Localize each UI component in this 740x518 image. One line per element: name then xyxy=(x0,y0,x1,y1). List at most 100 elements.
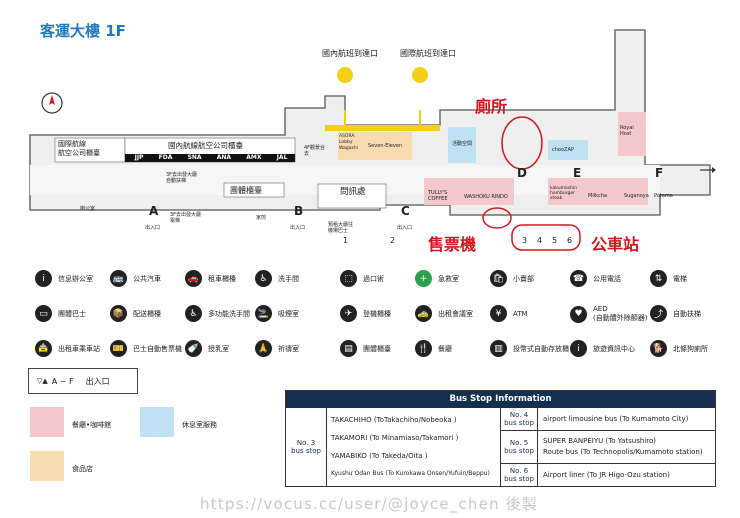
legend-item: 🚖 出租車乘車站 xyxy=(35,340,100,357)
group-bus-icon: ▭ xyxy=(35,305,52,322)
legend-item: 🚕 出租會議室 xyxy=(415,305,473,322)
taxi-icon: 🚖 xyxy=(35,340,52,357)
gate-f: F xyxy=(655,166,664,180)
dom-arrival-label: 國內航班到達口 xyxy=(322,49,378,58)
tourist-info-icon: i xyxy=(570,340,587,357)
group-counter-label: 團體櫃臺 xyxy=(230,186,262,195)
gate-legend: ▽▲ A ~ F 出入口 xyxy=(28,368,138,394)
legend-label: 吸煙室 xyxy=(278,309,299,318)
group-counter-box xyxy=(223,182,285,198)
legend-item: 🍼授乳室 xyxy=(185,340,229,357)
legend-item: ✈登機櫃檯 xyxy=(340,305,391,322)
restaurant-icon: 🍴 xyxy=(415,340,432,357)
dep-escalator-label: 3F去出發大廳 自動扶梯 xyxy=(166,172,198,184)
gate-d: D xyxy=(517,166,527,180)
legend-label: 電梯 xyxy=(673,274,687,283)
legend-item: ☎公用電話 xyxy=(570,270,621,287)
legend-label: AED (自動體外除顫器) xyxy=(593,305,648,322)
info-desk-icon: i xyxy=(35,270,52,287)
legend-item: ♿多功能洗手間 xyxy=(185,305,250,322)
toilet-annotation: 廁所 xyxy=(475,97,508,116)
legend-label: 配送櫃檯 xyxy=(133,309,161,318)
ticket-highlight xyxy=(482,207,512,229)
stop3-route-2: TAKAMORI (To Minamiaso/Takamori ) xyxy=(331,434,459,442)
shop-food-row xyxy=(548,178,648,205)
shop-asora xyxy=(338,132,360,160)
stop3-route-4: Kyushu Odan Bus (To Kurokawa Onsen/Yufui… xyxy=(331,470,490,477)
activity-space xyxy=(448,127,476,163)
legend-label: 急救室 xyxy=(438,274,459,283)
intl-counter-label: 國際航線 航空公司櫃臺 xyxy=(58,140,100,157)
atm-icon: ¥ xyxy=(490,305,507,322)
dep-elevator-label: 3F去出發大廳 電梯 xyxy=(170,212,202,224)
gate-c-label: 出入口 xyxy=(397,225,413,231)
area-legend-food-swatch xyxy=(30,451,64,481)
legend-label: 旅遊資訊中心 xyxy=(593,344,635,353)
gate-legend-range: A ~ F xyxy=(51,376,74,386)
bus-stop-5: 5 xyxy=(551,236,558,245)
gate-legend-label: 出入口 xyxy=(85,376,110,386)
gate-b-label: 出入口 xyxy=(290,225,306,231)
stop3-route-3: YAMABIKO (To Takeda/Oita ) xyxy=(331,452,428,460)
legend-label: 登機櫃檯 xyxy=(363,309,391,318)
legend-item: ⬚過口術 xyxy=(340,270,384,287)
shop-icon: 🛍 xyxy=(490,270,507,287)
bus-stop-2: 2 xyxy=(390,236,396,245)
bus-1-label: 預租大廳往 機場巴士 xyxy=(328,222,354,234)
area-legend-lounge: 休息室服務 xyxy=(182,421,217,429)
bus-annotation: 公車站 xyxy=(591,235,640,254)
gate-icon: ⬚ xyxy=(340,270,357,287)
shop-tullys-label: TULLY'S COFFEE xyxy=(428,190,448,202)
legend-item: 🚗租車櫃檯 xyxy=(185,270,236,287)
intl-counter-box xyxy=(54,137,126,163)
code-fda: FDA xyxy=(158,154,173,161)
legend-label: 團體櫃臺 xyxy=(363,344,391,353)
legend-label: 祈禱室 xyxy=(278,344,299,353)
legend-label: 北條狗廁所 xyxy=(673,344,708,353)
legend-item: ▭團體巴士 xyxy=(35,305,86,322)
dom-arrival-icon xyxy=(337,67,353,83)
legend-label: ATM xyxy=(513,309,528,318)
legend-label: 餐廳 xyxy=(438,344,452,353)
shop-asora-label: ASORA Lobby Wagashi xyxy=(339,134,358,151)
intl-arrival-icon xyxy=(412,67,428,83)
gate-b: B xyxy=(294,204,304,218)
floor-plan xyxy=(29,29,716,251)
legend-label: 出租車乘車站 xyxy=(58,344,100,353)
first-aid-icon: + xyxy=(415,270,432,287)
bus-ticket-icon: 🎫 xyxy=(110,340,127,357)
area-legend-lounge-swatch xyxy=(140,407,174,437)
legend-item: 🍴 餐廳 xyxy=(415,340,452,357)
vending-icon: ▥ xyxy=(490,340,507,357)
activity-space-label: 活動空間 xyxy=(452,141,473,147)
watermark: https://vocus.cc/user/@joyce_chen 後製 xyxy=(200,495,539,513)
prayer-icon: 🙏 xyxy=(255,340,272,357)
bus-stop-4: 4 xyxy=(536,236,543,245)
taxi-counter-icon: 🚕 xyxy=(415,305,432,322)
airline-codes: JJP FDA SNA ANA AMX JAL xyxy=(127,154,295,162)
legend-label: 出租會議室 xyxy=(438,309,473,318)
legend-item: 🚌公共汽車 xyxy=(110,270,161,287)
stop3-route-1: TAKACHIHO (ToTakachiho/Nobeoka ) xyxy=(331,416,457,424)
stop4-route: airport limousine bus (To Kumamoto City) xyxy=(543,415,689,424)
stop3-label: No. 3 bus stop xyxy=(286,408,327,486)
shop-royal xyxy=(618,112,646,156)
bus-stop-6: 6 xyxy=(566,236,573,245)
shop-kakumoshin-label: kakumoshin hamburger steak xyxy=(550,186,578,201)
gate-c: C xyxy=(401,204,410,218)
shop-chooozap xyxy=(548,140,588,160)
accessible-restroom-icon: ♿ xyxy=(185,305,202,322)
phone-icon: ☎ xyxy=(570,270,587,287)
area-legend-restaurant-swatch xyxy=(30,407,64,437)
stop3-routes: TAKACHIHO (ToTakachiho/Nobeoka ) TAKAMOR… xyxy=(327,408,501,486)
legend-label: 洗手間 xyxy=(278,274,299,283)
legend-item: ▥投幣式自動存放櫃 xyxy=(490,340,569,357)
page-title: 客運大樓 1F xyxy=(40,22,126,40)
group-counter-icon: ▤ xyxy=(340,340,357,357)
office-label: 辦公室 xyxy=(80,206,96,212)
shop-chooozap-label: chooZAP xyxy=(552,147,574,153)
shop-potama-label: Potama xyxy=(654,193,673,199)
stop6-label: No. 6 bus stop xyxy=(501,463,538,487)
smoking-icon: 🚬 xyxy=(255,305,272,322)
legend-label: 自動扶梯 xyxy=(673,309,701,318)
